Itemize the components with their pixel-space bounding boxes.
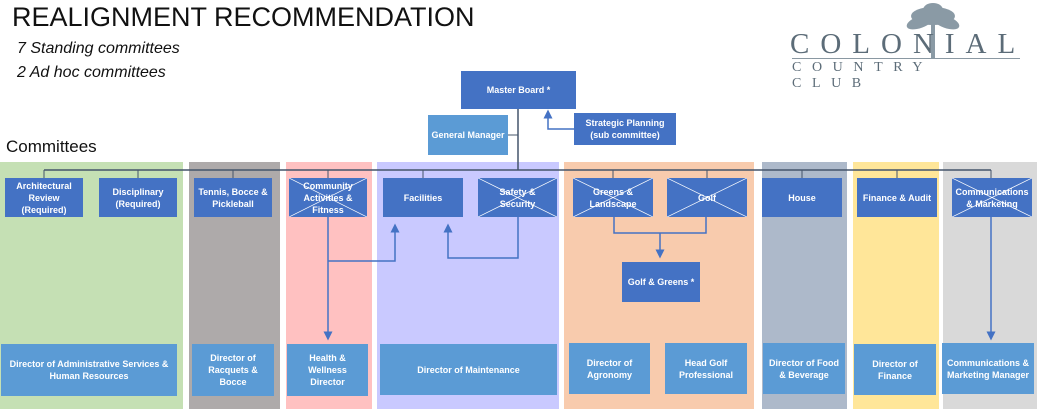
- cross-out-icon: [289, 178, 367, 217]
- cross-out-icon: [667, 178, 747, 217]
- committee-house: House: [762, 178, 842, 217]
- logo-divider: [792, 58, 1020, 59]
- general-manager-label: General Manager: [431, 130, 505, 140]
- director-label: Head Golf Professional: [678, 357, 734, 380]
- logo-text-colonial: COLONIAL: [790, 28, 1027, 60]
- subtitle-adhoc: 2 Ad hoc committees: [17, 64, 166, 81]
- master-board-box: Master Board *: [461, 71, 576, 109]
- director-label: Director of Racquets & Bocce: [208, 353, 258, 387]
- committee-label: Golf: [698, 192, 716, 203]
- director-health-wellness: Health & Wellness Director: [287, 344, 368, 396]
- cross-out-icon: [573, 178, 653, 217]
- committee-communications-marketing: Communications & Marketing: [952, 178, 1032, 217]
- manager-communications-marketing: Communications & Marketing Manager: [942, 343, 1034, 394]
- general-manager-box: General Manager: [428, 115, 508, 155]
- committee-safety-security: Safety & Security: [478, 178, 557, 217]
- director-label: Communications & Marketing Manager: [946, 357, 1030, 380]
- committee-label: Safety & Security: [499, 186, 536, 209]
- club-logo: COLONIAL COUNTRY CLUB: [790, 2, 1030, 91]
- committee-label: House: [788, 192, 816, 203]
- director-label: Director of Administrative Services & Hu…: [9, 359, 169, 381]
- committee-greens-landscape: Greens & Landscape: [573, 178, 653, 217]
- director-label: Director of Finance: [872, 358, 918, 381]
- committee-community-activities-fitness: Community Activities & Fitness: [289, 178, 367, 217]
- committee-facilities: Facilities: [383, 178, 463, 217]
- master-board-label: Master Board *: [486, 85, 551, 95]
- committee-label: Greens & Landscape: [589, 186, 637, 209]
- director-food-beverage: Director of Food & Beverage: [763, 343, 845, 394]
- director-admin-hr: Director of Administrative Services & Hu…: [1, 344, 177, 396]
- committee-label: Facilities: [403, 192, 443, 203]
- director-label: Health & Wellness Director: [308, 353, 347, 387]
- strategic-to-board-arrow: [543, 109, 574, 130]
- director-agronomy: Director of Agronomy: [569, 343, 650, 394]
- director-finance: Director of Finance: [854, 344, 936, 395]
- director-label: Director of Maintenance: [417, 364, 520, 375]
- committee-label: Communications & Marketing: [955, 186, 1029, 209]
- committee-disciplinary: Disciplinary (Required): [99, 178, 177, 217]
- committee-golf-greens: Golf & Greens *: [622, 262, 700, 302]
- cross-out-icon: [952, 178, 1032, 217]
- committee-label: Tennis, Bocce & Pickleball: [198, 186, 268, 209]
- director-racquets-bocce: Director of Racquets & Bocce: [192, 344, 274, 396]
- director-head-golf-professional: Head Golf Professional: [665, 343, 747, 394]
- committee-label: Finance & Audit: [862, 192, 932, 203]
- director-label: Director of Food & Beverage: [769, 357, 839, 380]
- committee-label: Disciplinary (Required): [112, 186, 164, 209]
- committee-golf: Golf: [667, 178, 747, 217]
- committee-finance-audit: Finance & Audit: [857, 178, 937, 217]
- strategic-planning-label: Strategic Planning (sub committee): [585, 118, 665, 140]
- director-label: Director of Agronomy: [586, 357, 633, 380]
- director-maintenance: Director of Maintenance: [380, 344, 557, 395]
- logo-text-country-club: COUNTRY CLUB: [792, 60, 933, 91]
- committee-label: Architectural Review (Required): [16, 180, 72, 215]
- strategic-planning-box: Strategic Planning (sub committee): [574, 113, 676, 145]
- committee-label: Golf & Greens *: [627, 277, 695, 287]
- committee-label: Community Activities & Fitness: [303, 180, 353, 215]
- committee-tennis-bocce-pickleball: Tennis, Bocce & Pickleball: [194, 178, 272, 217]
- palm-tree-icon: [906, 3, 960, 58]
- cross-out-icon: [478, 178, 557, 217]
- committees-label: Committees: [6, 137, 97, 156]
- subtitle-standing: 7 Standing committees: [17, 40, 180, 57]
- committee-architectural-review: Architectural Review (Required): [5, 178, 83, 217]
- page-title: REALIGNMENT RECOMMENDATION: [12, 2, 475, 32]
